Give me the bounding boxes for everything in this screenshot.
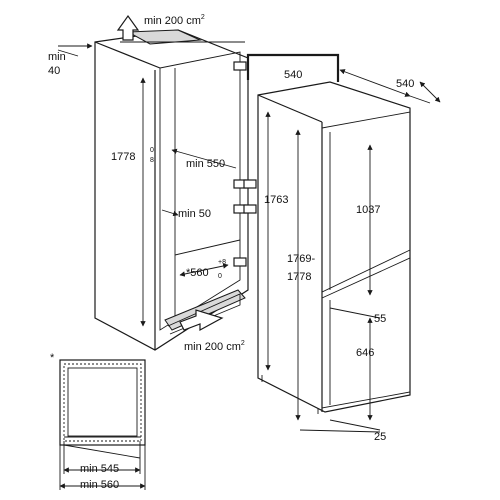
- door-gap-label: 55: [374, 313, 386, 325]
- svg-text:8: 8: [150, 157, 154, 164]
- inner-width-label: min 545: [80, 463, 119, 475]
- outer-width-label: min 560: [80, 479, 119, 491]
- svg-text:0: 0: [218, 273, 222, 280]
- appliance-dimensions: [265, 69, 441, 433]
- svg-text:+8: +8: [218, 259, 226, 266]
- appliance-depth-label: 540: [284, 69, 302, 81]
- niche-dimensions: [57, 43, 237, 327]
- appliance-height-label: 1763: [264, 194, 288, 206]
- vent-top-label: min 200 cm2: [144, 14, 205, 27]
- width-detail-inset: [59, 359, 146, 490]
- side-gap-value: 40: [48, 65, 60, 77]
- bottom-gap-label: 25: [374, 431, 386, 443]
- rear-gap-label: min 50: [178, 208, 211, 220]
- footnote-marker: *: [50, 352, 55, 364]
- niche-height-label: 1778 0 8: [111, 147, 154, 164]
- svg-text:0: 0: [150, 147, 154, 154]
- appliance-width-label: 540: [396, 78, 414, 90]
- niche-depth-label: min 550: [186, 158, 225, 170]
- total-height-label-a: 1769-: [287, 253, 315, 265]
- side-gap-label: min: [48, 51, 66, 63]
- fridge-door-height-label: 1037: [356, 204, 380, 216]
- svg-text:*560: *560: [186, 267, 209, 279]
- connector-line: [246, 53, 340, 82]
- total-height-label-b: 1778: [287, 271, 311, 283]
- vent-arrow-bottom-icon: [179, 309, 224, 332]
- appliance: [243, 81, 411, 414]
- niche-width-label: *560 +8 0: [186, 259, 226, 280]
- cabinet-niche: [94, 29, 249, 351]
- vent-bottom-label: min 200 cm2: [184, 340, 245, 353]
- vent-arrows: [116, 14, 224, 332]
- vent-arrow-top-icon: [116, 14, 140, 41]
- svg-text:1778: 1778: [111, 151, 135, 163]
- freezer-door-height-label: 646: [356, 347, 374, 359]
